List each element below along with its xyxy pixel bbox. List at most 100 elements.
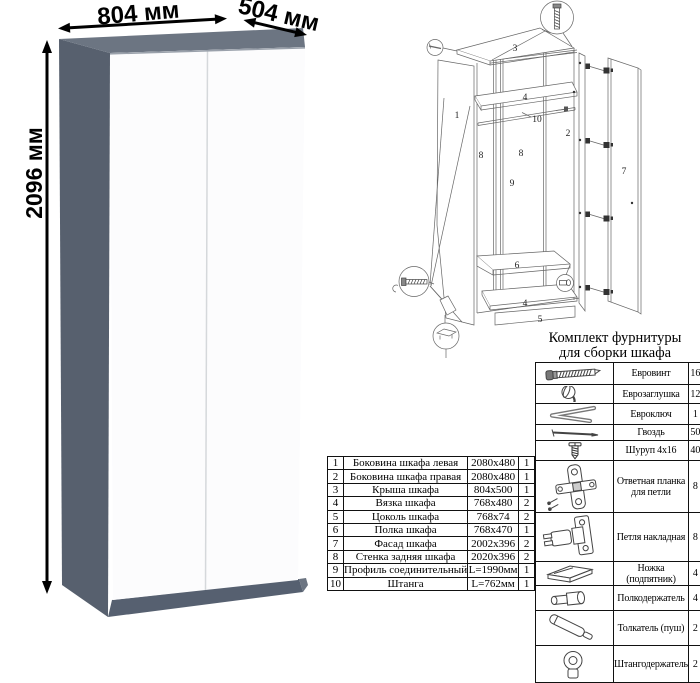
part-label: 6	[515, 261, 520, 271]
shelf-support-callout-icon	[556, 274, 574, 292]
parts-cell-name: Штанга	[342, 576, 469, 591]
parts-cell-num: 10	[327, 576, 344, 591]
parts-cell-name: Профиль соединительный	[342, 563, 469, 578]
exploded-top-brace	[474, 81, 578, 112]
euro-screw-side-callout-icon	[392, 266, 435, 297]
wardrobe-side-panel	[59, 39, 110, 617]
part-label: 4	[523, 299, 528, 309]
parts-cell-name: Цоколь шкафа	[342, 509, 469, 524]
part-label: 3	[513, 44, 518, 54]
parts-cell-qty: 1	[518, 563, 536, 578]
hardware-name: Штангодержатель	[613, 645, 689, 683]
wardrobe-3d-view	[59, 28, 308, 617]
part-label: 8	[479, 151, 484, 161]
euro-screw-icon	[535, 362, 614, 385]
hinge-marker-icon	[585, 211, 613, 222]
parts-cell-qty: 1	[518, 576, 536, 591]
part-label: 9	[510, 179, 515, 189]
part-number-labels: 1 2 3 4 4 5 6 7 8 8 9 10	[455, 44, 627, 325]
hardware-table-row: Ножка (подпятник)4	[535, 561, 700, 586]
hinge-icon	[535, 512, 614, 562]
part-label: 8	[519, 149, 524, 159]
hardware-qty: 2	[687, 645, 700, 683]
parts-cell-qty: 2	[518, 496, 536, 511]
hardware-qty: 4	[687, 585, 700, 611]
parts-cell-num: 5	[327, 509, 344, 524]
part-label: 7	[622, 167, 627, 177]
parts-cell-qty: 2	[518, 536, 536, 551]
parts-cell-num: 8	[327, 549, 344, 565]
parts-cell-name: Боковина шкафа правая	[342, 469, 469, 484]
parts-cell-name: Боковина шкафа левая	[342, 455, 469, 471]
hex-key-icon	[535, 403, 614, 425]
parts-cell-qty: 1	[518, 522, 536, 538]
wood-screw-icon	[535, 440, 614, 461]
top-shadow	[109, 47, 306, 55]
parts-cell-qty: 2	[518, 549, 536, 565]
exploded-plinth	[494, 305, 576, 326]
parts-cell-size: 768x74	[467, 509, 520, 524]
exploded-left-side-panel	[429, 59, 475, 326]
parts-cell-size: L=762мм	[467, 576, 520, 591]
parts-cell-qty: 1	[518, 469, 536, 484]
parts-cell-num: 4	[327, 496, 344, 511]
nail-callout-icon	[426, 39, 458, 56]
foot-callout-icon	[432, 322, 460, 358]
height-label: 2096 мм	[21, 127, 47, 219]
parts-cell-name: Стенка задняя шкафа	[342, 549, 469, 565]
wardrobe-top-panel	[59, 28, 305, 53]
hardware-name: Шуруп 4x16	[613, 440, 689, 461]
hardware-name: Ножка (подпятник)	[613, 561, 689, 586]
hardware-qty: 12	[687, 384, 700, 404]
hardware-name: Еврозаглушка	[613, 384, 689, 404]
parts-cell-size: 2080x480	[467, 469, 520, 484]
parts-cell-size: 804x500	[467, 482, 520, 498]
part-label: 5	[538, 315, 543, 325]
hardware-qty: 50	[687, 424, 700, 441]
parts-cell-num: 2	[327, 469, 344, 484]
wardrobe-doors	[110, 47, 305, 600]
hardware-name: Толкатель (пуш)	[613, 610, 689, 646]
door-gap	[204, 49, 209, 591]
parts-cell-name: Крыша шкафа	[342, 482, 469, 498]
parts-cell-num: 7	[327, 536, 344, 551]
hardware-qty: 40	[687, 440, 700, 461]
hinge-markers	[585, 63, 613, 295]
foot-icon	[535, 561, 614, 586]
hinge-plate-icon	[535, 460, 614, 513]
width-label: 804 мм	[96, 0, 180, 31]
hardware-name: Полкодержатель	[613, 585, 689, 611]
parts-cell-name: Фасад шкафа	[342, 536, 469, 551]
shelf-support-icon	[535, 585, 614, 611]
push-opener-icon	[535, 610, 614, 646]
hardware-name: Гвоздь	[613, 424, 689, 441]
parts-cell-num: 9	[327, 563, 344, 578]
euro-cap-icon	[535, 384, 614, 404]
parts-cell-size: 2020x396	[467, 549, 520, 565]
exploded-rod	[477, 106, 576, 126]
hinge-marker-icon	[585, 285, 613, 295]
part-label: 10	[532, 115, 542, 125]
part-label: 1	[455, 111, 460, 121]
